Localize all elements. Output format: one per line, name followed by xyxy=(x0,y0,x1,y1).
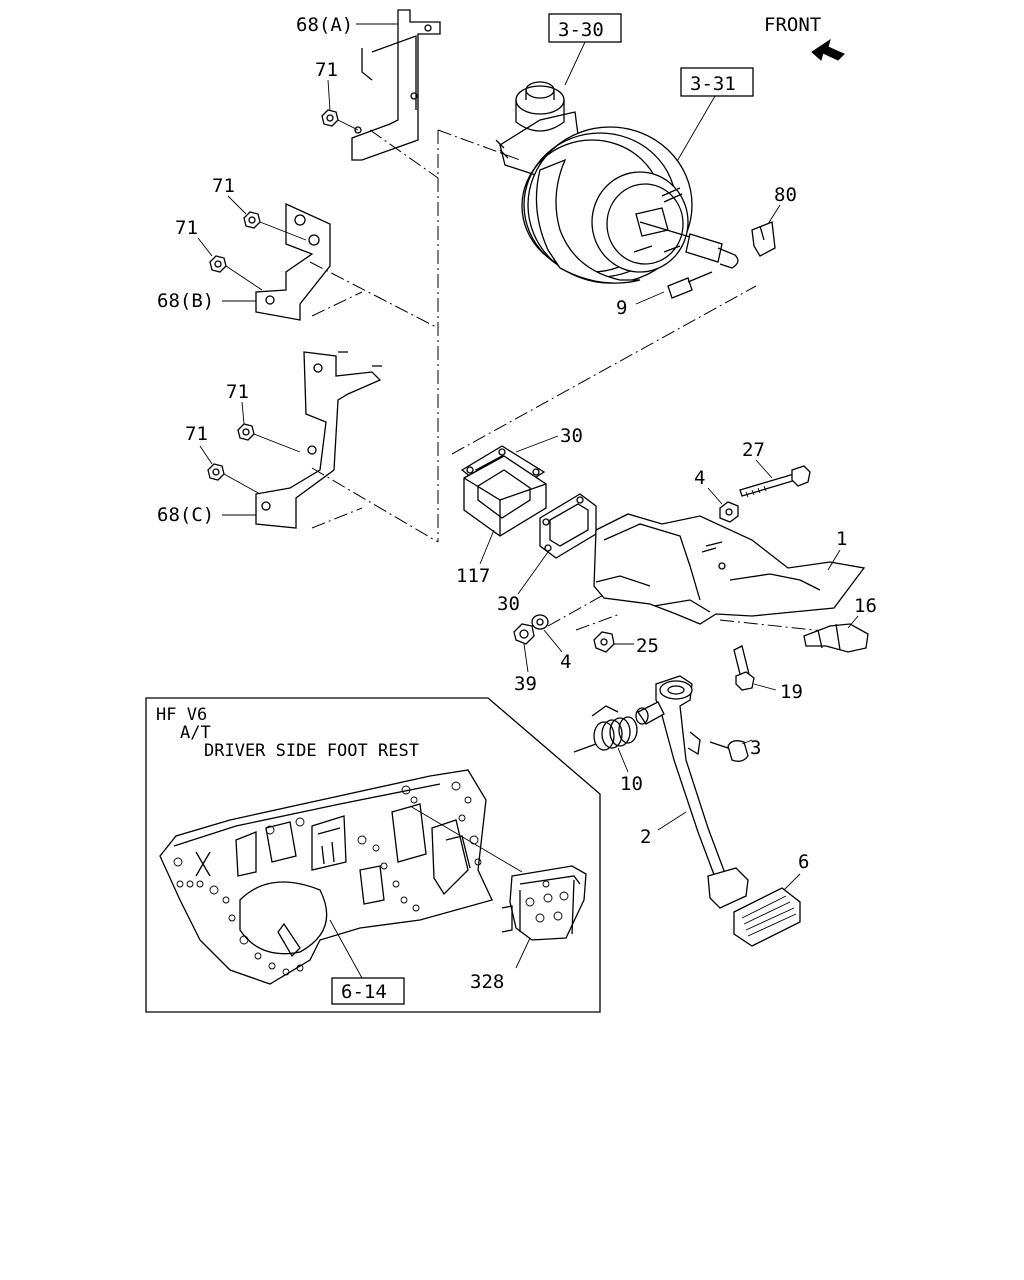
callout-39: 39 xyxy=(514,673,537,695)
callout-80: 80 xyxy=(774,184,797,206)
callout-71-c1: 71 xyxy=(226,381,249,403)
bolt-part-27: 27 xyxy=(739,439,811,498)
bushing-part-3: 3 xyxy=(709,737,761,762)
washer-part-4-lower: 4 xyxy=(531,614,571,673)
callout-68a: 68(A) xyxy=(296,14,353,36)
callout-68c: 68(C) xyxy=(157,504,214,526)
callout-4-lower: 4 xyxy=(560,651,571,673)
reference-label-3-30: 3-30 xyxy=(558,19,604,41)
stop-lamp-switch-part-16: 16 xyxy=(803,595,877,653)
callout-71-top: 71 xyxy=(315,59,338,81)
reference-label-3-31: 3-31 xyxy=(690,73,736,95)
callout-27: 27 xyxy=(742,439,765,461)
bracket-part-68a: 68(A) xyxy=(296,9,441,161)
nut-part-25: 25 xyxy=(593,631,659,657)
callout-1: 1 xyxy=(836,528,847,550)
callout-10: 10 xyxy=(620,773,643,795)
pedal-pad-part-6: 6 xyxy=(733,851,809,947)
callout-2: 2 xyxy=(640,826,651,848)
bracket-part-68c: 68(C) xyxy=(157,351,382,529)
callout-30-upper: 30 xyxy=(560,425,583,447)
callout-71-c2: 71 xyxy=(185,423,208,445)
front-label: FRONT xyxy=(764,14,821,36)
front-direction-indicator: FRONT xyxy=(764,14,845,61)
front-arrow-icon xyxy=(811,38,845,61)
gasket-part-30-lower: 30 xyxy=(497,493,597,615)
pedal-bracket-part-1: 1 xyxy=(593,513,866,625)
nut-part-71-b1: 71 xyxy=(212,175,307,241)
brake-pedal-arm-part-2: 2 xyxy=(635,675,749,909)
dash-panel-drawing xyxy=(159,769,493,985)
inset-title-line1: HF V6 xyxy=(156,705,207,725)
callout-328: 328 xyxy=(470,971,504,993)
nut-part-39: 39 xyxy=(513,623,537,695)
reference-box-master-cylinder: 3-30 xyxy=(548,13,622,86)
callout-9: 9 xyxy=(616,297,627,319)
spacer-part-117: 117 xyxy=(456,455,547,587)
callout-6: 6 xyxy=(798,851,809,873)
callout-117: 117 xyxy=(456,565,490,587)
callout-16: 16 xyxy=(854,595,877,617)
inset-driver-foot-rest: HF V6 A/T DRIVER SIDE FOOT REST xyxy=(145,697,601,1013)
assembly-leader-lines xyxy=(309,129,853,635)
inset-title-line2: A/T xyxy=(180,723,211,743)
callout-71-b1: 71 xyxy=(212,175,235,197)
callout-3: 3 xyxy=(750,737,761,759)
reference-box-brake-booster: 3-31 xyxy=(671,67,754,171)
callout-30-lower: 30 xyxy=(497,593,520,615)
callout-19: 19 xyxy=(780,681,803,703)
clip-part-80: 80 xyxy=(751,184,797,257)
callout-68b: 68(B) xyxy=(157,290,214,312)
reference-label-6-14: 6-14 xyxy=(341,981,387,1003)
bracket-part-68b: 68(B) xyxy=(157,202,331,321)
nut-part-4-upper: 4 xyxy=(694,467,739,523)
bolt-part-19: 19 xyxy=(733,645,803,703)
brake-booster-assembly xyxy=(495,81,739,284)
inset-title-line3: DRIVER SIDE FOOT REST xyxy=(204,741,419,761)
nut-part-71-top: 71 xyxy=(315,59,359,131)
nut-part-71-c1: 71 xyxy=(226,381,301,453)
return-spring-part-10: 10 xyxy=(573,705,643,795)
nut-part-71-c2: 71 xyxy=(185,423,261,495)
callout-71-b2: 71 xyxy=(175,217,198,239)
pin-part-9: 9 xyxy=(616,271,713,319)
foot-rest-part-328: 328 xyxy=(470,865,587,993)
callout-4-upper: 4 xyxy=(694,467,705,489)
reference-box-dash-panel: 6-14 xyxy=(329,919,405,1005)
nut-part-71-b2: 71 xyxy=(175,217,263,291)
callout-25: 25 xyxy=(636,635,659,657)
